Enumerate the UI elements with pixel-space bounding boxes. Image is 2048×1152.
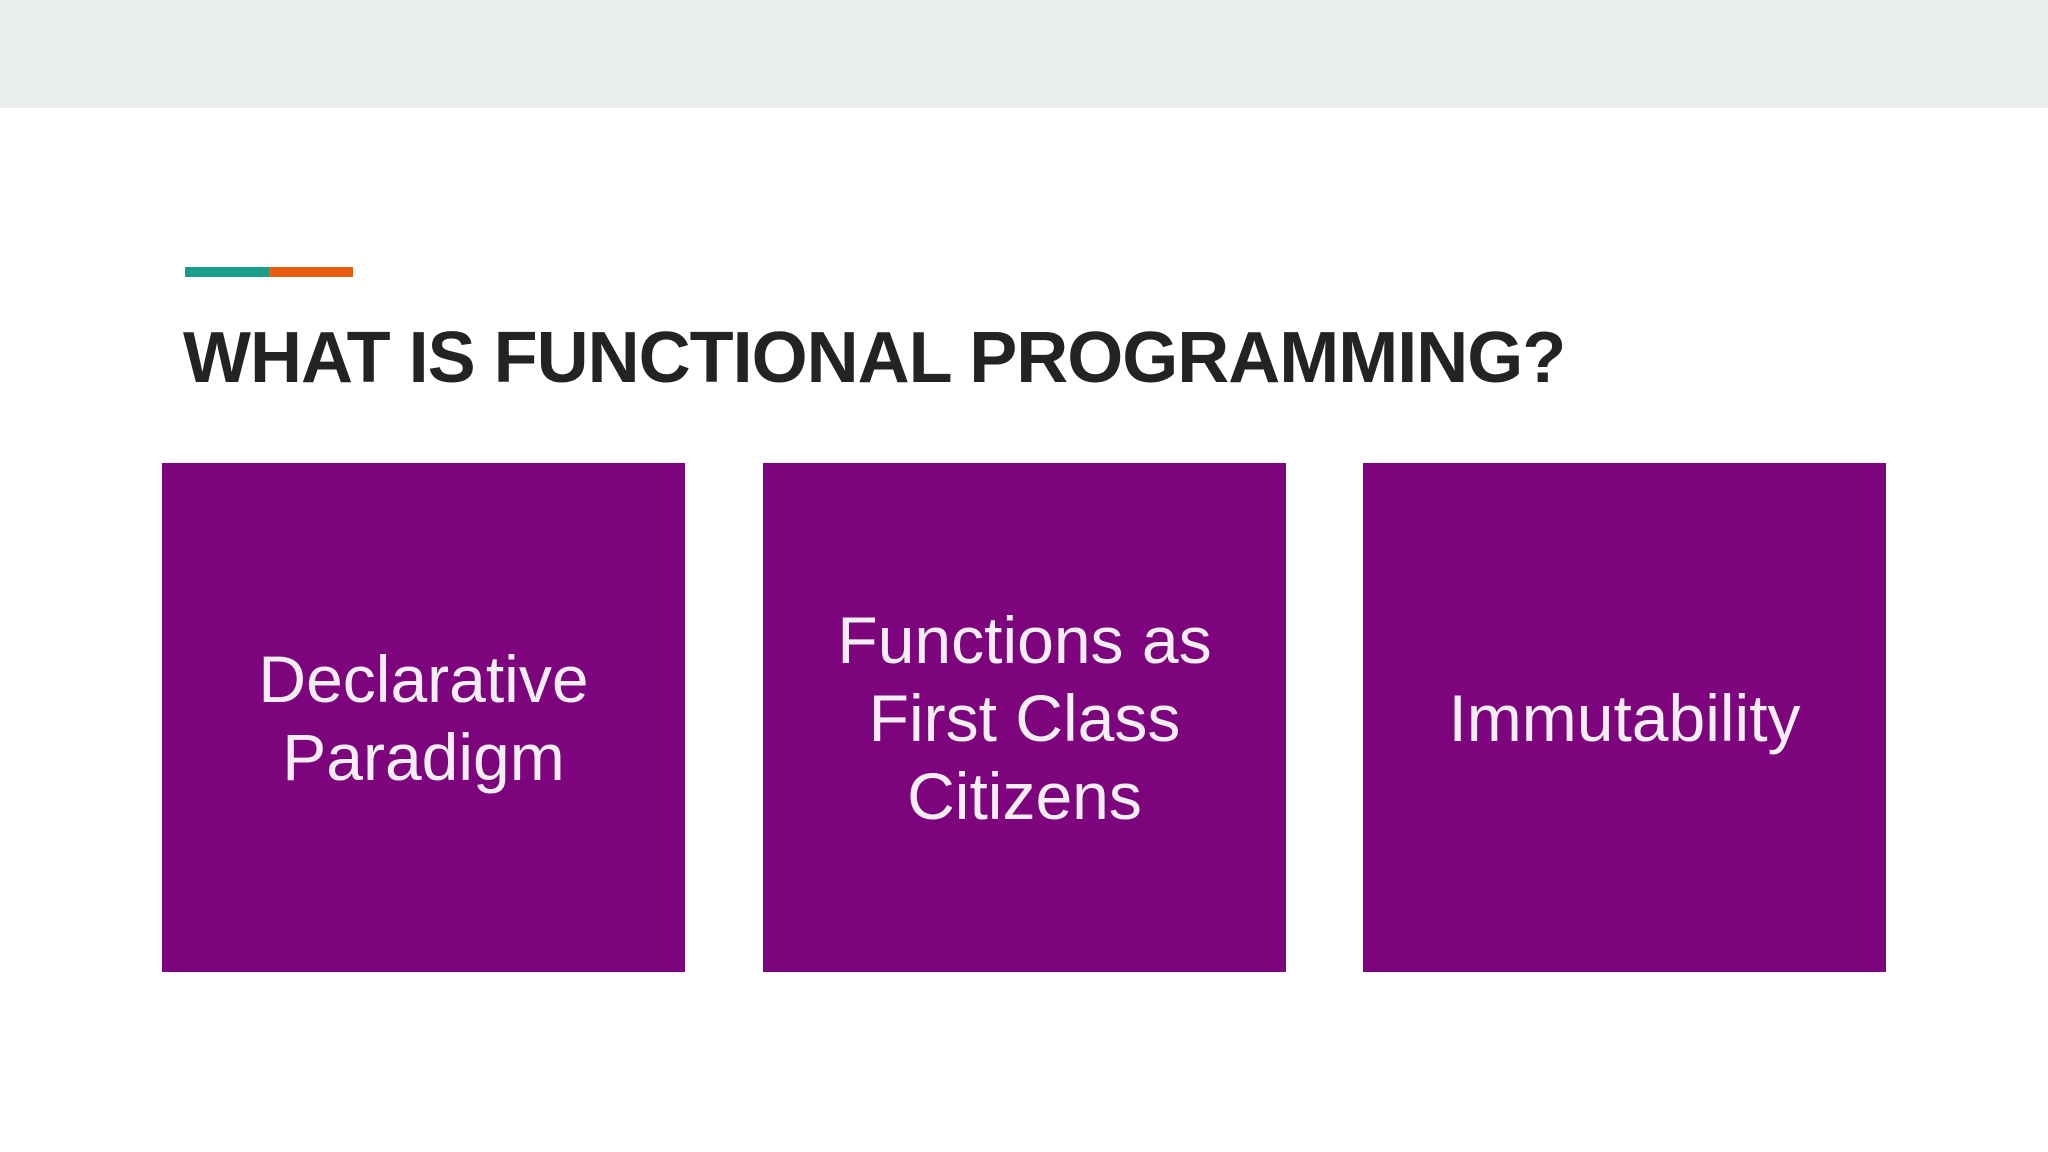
card-label: Functions as First Class Citizens <box>837 602 1212 833</box>
header-band <box>0 0 2048 108</box>
card-functions-first-class: Functions as First Class Citizens <box>763 463 1286 972</box>
card-label: Declarative Paradigm <box>258 641 589 794</box>
accent-orange-segment <box>269 267 353 277</box>
title-accent-bar <box>185 267 353 277</box>
accent-teal-segment <box>185 267 269 277</box>
card-declarative-paradigm: Declarative Paradigm <box>162 463 685 972</box>
card-label: Immutability <box>1448 680 1801 755</box>
card-immutability: Immutability <box>1363 463 1886 972</box>
slide-title: WHAT IS FUNCTIONAL PROGRAMMING? <box>183 318 1566 398</box>
